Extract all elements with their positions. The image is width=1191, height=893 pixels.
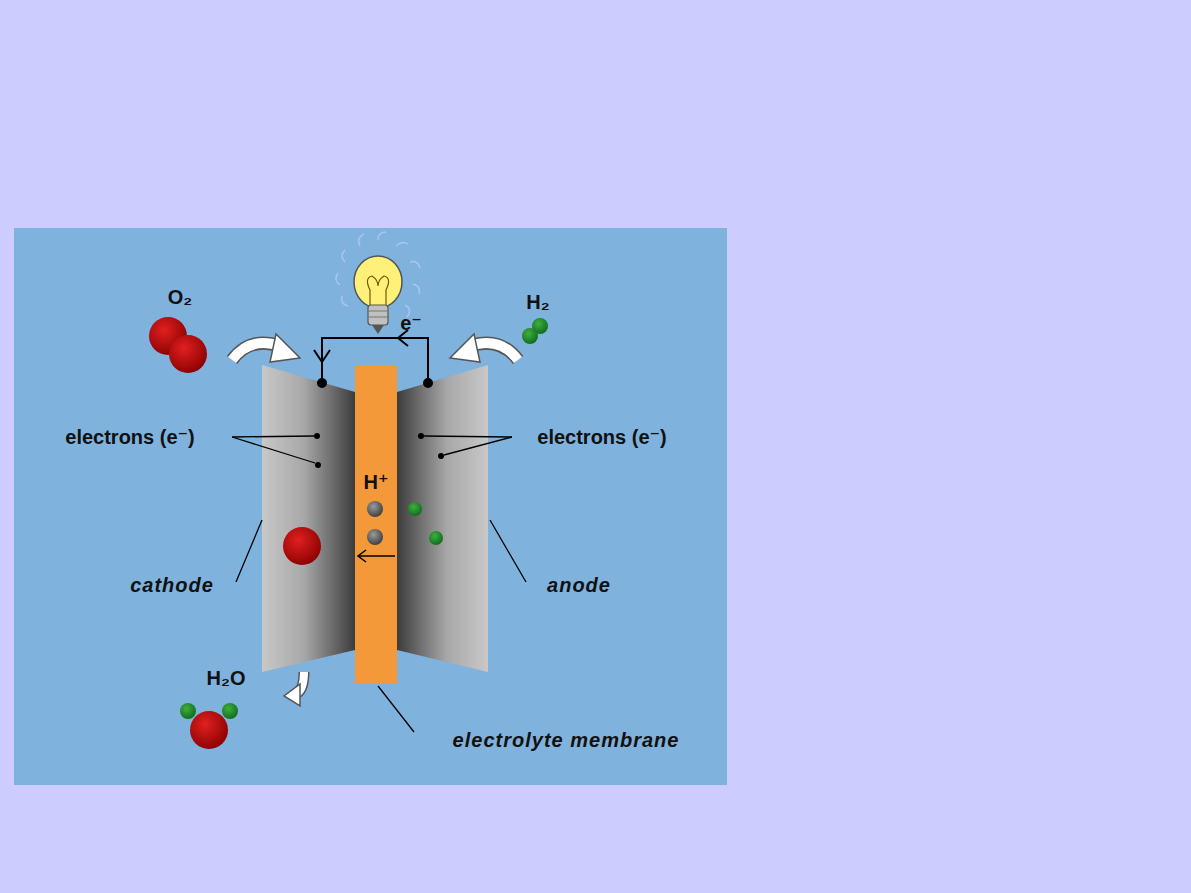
outlet-arrow <box>284 672 304 706</box>
terminal <box>317 378 327 388</box>
hydrogen-atom <box>222 703 238 719</box>
hydrogen-atom <box>180 703 196 719</box>
inlet-arrow <box>232 334 300 362</box>
electrode-label: cathode <box>130 574 214 596</box>
membrane-label: electrolyte membrane <box>453 729 680 751</box>
electrolyte-membrane <box>355 365 397 683</box>
formula-label: H₂O <box>207 667 246 689</box>
leader-line <box>232 436 526 732</box>
electron-label: e⁻ <box>400 312 422 334</box>
part-label: electrons (e⁻) <box>537 426 666 448</box>
anode-plate <box>397 365 488 672</box>
oxygen-atom <box>283 527 321 565</box>
part-label: electrons (e⁻) <box>65 426 194 448</box>
formula-label: O₂ <box>168 286 192 308</box>
cathode-plate <box>262 365 355 672</box>
electron <box>314 433 444 468</box>
ion-label: H⁺ <box>364 471 389 493</box>
oxygen-atom <box>169 335 207 373</box>
electrode-label: anode <box>547 574 611 596</box>
hydrogen-atom <box>429 531 443 545</box>
proton <box>367 501 383 517</box>
inlet-arrow <box>450 334 518 362</box>
formula-label: H₂ <box>526 291 549 313</box>
external-circuit <box>314 330 428 383</box>
oxygen-atom <box>190 711 228 749</box>
proton-arrow <box>358 550 395 562</box>
terminal <box>423 378 433 388</box>
panel <box>14 228 727 785</box>
hydrogen-atom <box>522 328 538 344</box>
hydrogen-atom <box>408 502 422 516</box>
proton <box>367 529 383 545</box>
